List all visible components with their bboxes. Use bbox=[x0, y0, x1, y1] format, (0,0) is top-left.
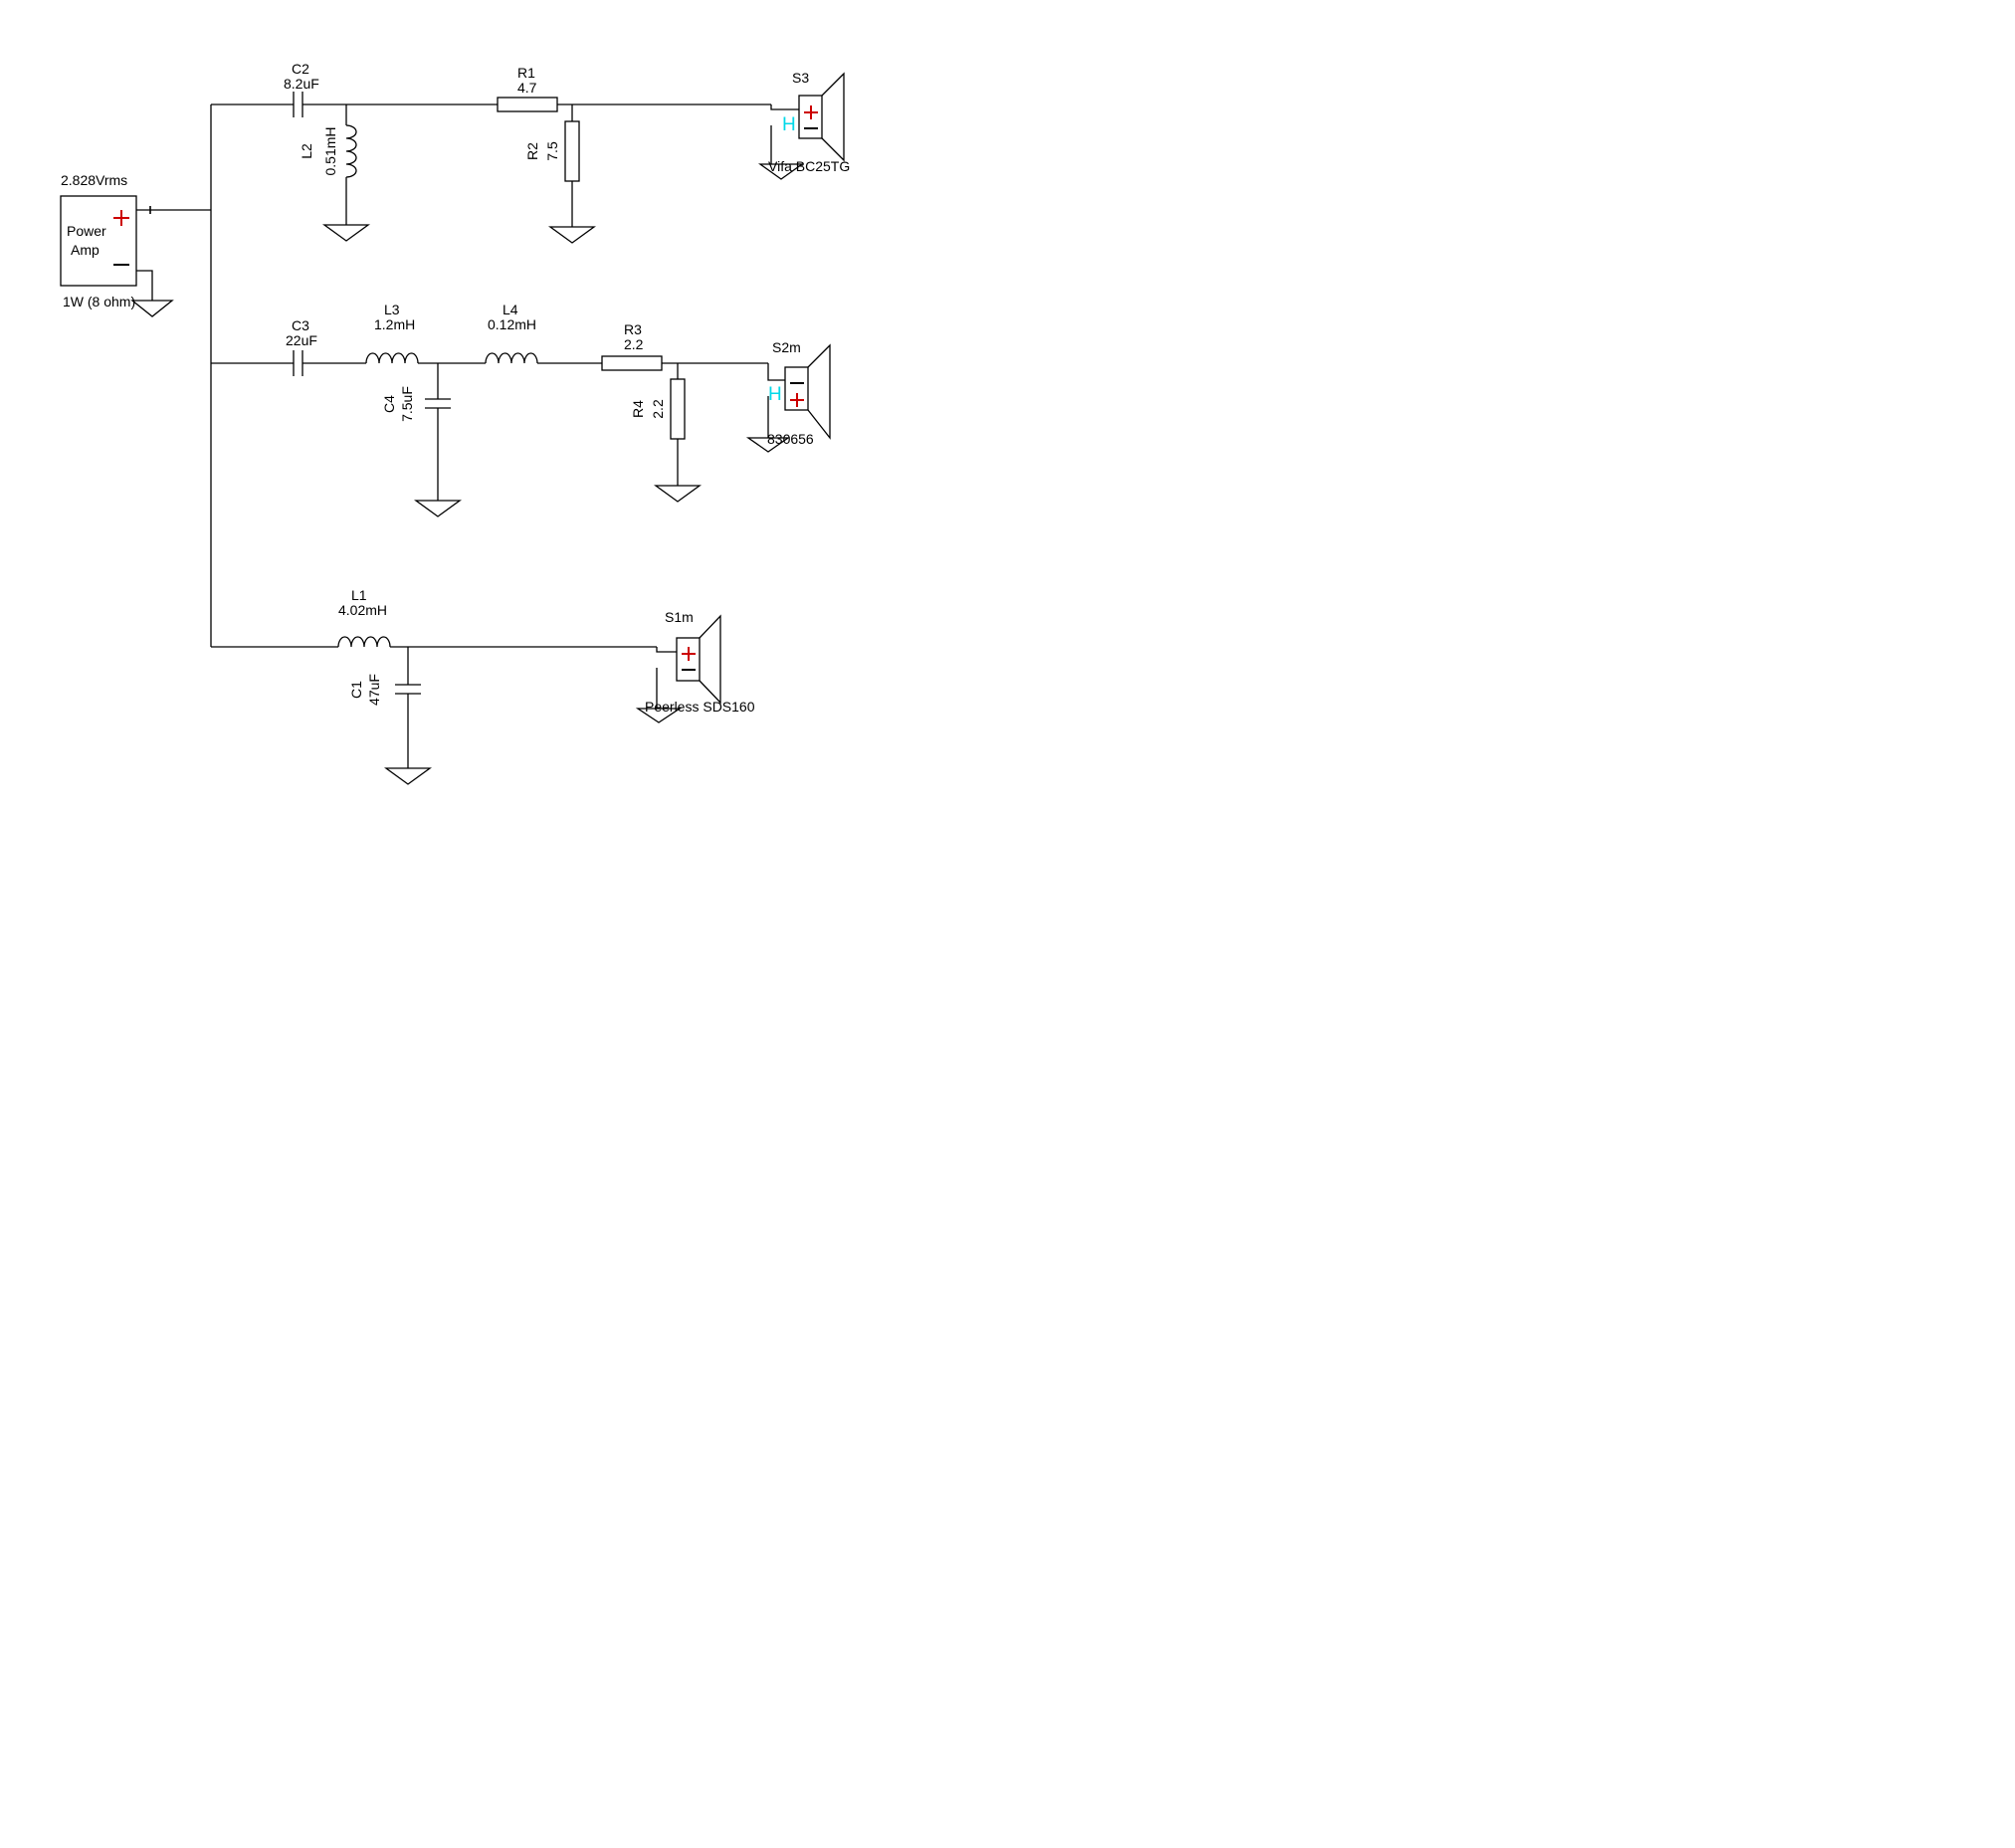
resistor-r3[interactable]: R3 2.2 bbox=[601, 321, 663, 371]
s2m-ground-icon bbox=[745, 437, 791, 453]
s2m-h-mark: H bbox=[768, 384, 782, 405]
inductor-l2[interactable]: L2 0.51mH bbox=[299, 104, 357, 225]
r4-ref: R4 bbox=[630, 400, 646, 418]
resistor-r4[interactable]: R4 2.2 bbox=[630, 363, 686, 486]
l4-ref: L4 bbox=[503, 302, 518, 317]
l2-ref: L2 bbox=[299, 143, 314, 159]
r2-value: 7.5 bbox=[544, 141, 560, 161]
speaker-s1m[interactable]: S1m Peerless SDS160 bbox=[635, 609, 755, 723]
l3-value: 1.2mH bbox=[374, 316, 415, 332]
speaker-s3[interactable]: S3 H Vifa BC25TG bbox=[757, 70, 850, 180]
s2m-ref: S2m bbox=[772, 339, 801, 355]
c3-value: 22uF bbox=[286, 332, 317, 348]
s2m-cone bbox=[807, 343, 831, 440]
c4-ground-icon bbox=[414, 500, 462, 517]
s3-cone bbox=[821, 72, 845, 162]
c1-ref: C1 bbox=[348, 681, 364, 699]
speaker-s2m[interactable]: S2m H 830656 bbox=[745, 339, 831, 453]
r2-ref: R2 bbox=[524, 142, 540, 160]
s1m-plus-icon bbox=[682, 647, 696, 661]
r4-value: 2.2 bbox=[650, 399, 666, 419]
inductor-l3[interactable]: L3 1.2mH bbox=[365, 302, 419, 364]
s2m-model-label: 830656 bbox=[767, 431, 814, 447]
r1-ref: R1 bbox=[517, 65, 535, 81]
l1-value: 4.02mH bbox=[338, 602, 387, 618]
l2-value: 0.51mH bbox=[322, 126, 338, 175]
inductor-l4[interactable]: L4 0.12mH bbox=[485, 302, 538, 364]
source-ground-wire bbox=[136, 270, 153, 301]
source-voltage-label: 2.828Vrms bbox=[61, 172, 127, 188]
s3-h-mark: H bbox=[782, 114, 796, 135]
power-amp-label-line2: Amp bbox=[71, 242, 100, 258]
s1m-model-label: Peerless SDS160 bbox=[645, 699, 755, 715]
r1-value: 4.7 bbox=[517, 80, 537, 96]
power-amp-box bbox=[60, 195, 137, 287]
c3-ref: C3 bbox=[292, 317, 309, 333]
s1m-ref: S1m bbox=[665, 609, 694, 625]
s3-ref: S3 bbox=[792, 70, 809, 86]
capacitor-c1[interactable]: C1 47uF bbox=[348, 647, 421, 768]
s1m-cone bbox=[699, 614, 721, 705]
s3-magnet bbox=[798, 95, 823, 139]
s2m-plus-icon bbox=[790, 393, 804, 407]
l2-ground-icon bbox=[322, 224, 370, 242]
s3-model-label: Vifa BC25TG bbox=[768, 158, 850, 174]
r3-ref: R3 bbox=[624, 321, 642, 337]
resistor-r1[interactable]: R1 4.7 bbox=[497, 65, 558, 112]
c4-ref: C4 bbox=[381, 395, 397, 413]
c1-value: 47uF bbox=[366, 674, 382, 706]
resistor-r2[interactable]: R2 7.5 bbox=[524, 104, 580, 227]
s3-ground-icon bbox=[757, 163, 805, 180]
r2-ground-icon bbox=[548, 226, 596, 244]
power-amp-source[interactable]: 2.828Vrms Power Amp 1W (8 ohm) bbox=[60, 172, 174, 317]
capacitor-c2[interactable]: C2 8.2uF bbox=[284, 61, 319, 117]
s1m-ground-icon bbox=[635, 708, 683, 723]
inductor-l1[interactable]: L1 4.02mH bbox=[337, 587, 391, 648]
r3-value: 2.2 bbox=[624, 336, 644, 352]
c2-value: 8.2uF bbox=[284, 76, 319, 92]
source-ground-icon bbox=[130, 300, 174, 317]
r4-ground-icon bbox=[654, 485, 702, 503]
c1-ground-icon bbox=[384, 767, 432, 785]
l1-ref: L1 bbox=[351, 587, 367, 603]
c4-value: 7.5uF bbox=[399, 386, 415, 422]
source-plus-icon bbox=[113, 210, 129, 226]
l3-ref: L3 bbox=[384, 302, 400, 317]
s2m-magnet bbox=[784, 366, 809, 411]
c2-ref: C2 bbox=[292, 61, 309, 77]
l4-value: 0.12mH bbox=[488, 316, 536, 332]
s3-plus-icon bbox=[804, 105, 818, 119]
source-rating-label: 1W (8 ohm) bbox=[63, 294, 135, 309]
power-amp-label-line1: Power bbox=[67, 223, 106, 239]
capacitor-c3[interactable]: C3 22uF bbox=[286, 317, 317, 376]
capacitor-c4[interactable]: C4 7.5uF bbox=[381, 363, 451, 501]
s1m-magnet bbox=[676, 637, 701, 682]
